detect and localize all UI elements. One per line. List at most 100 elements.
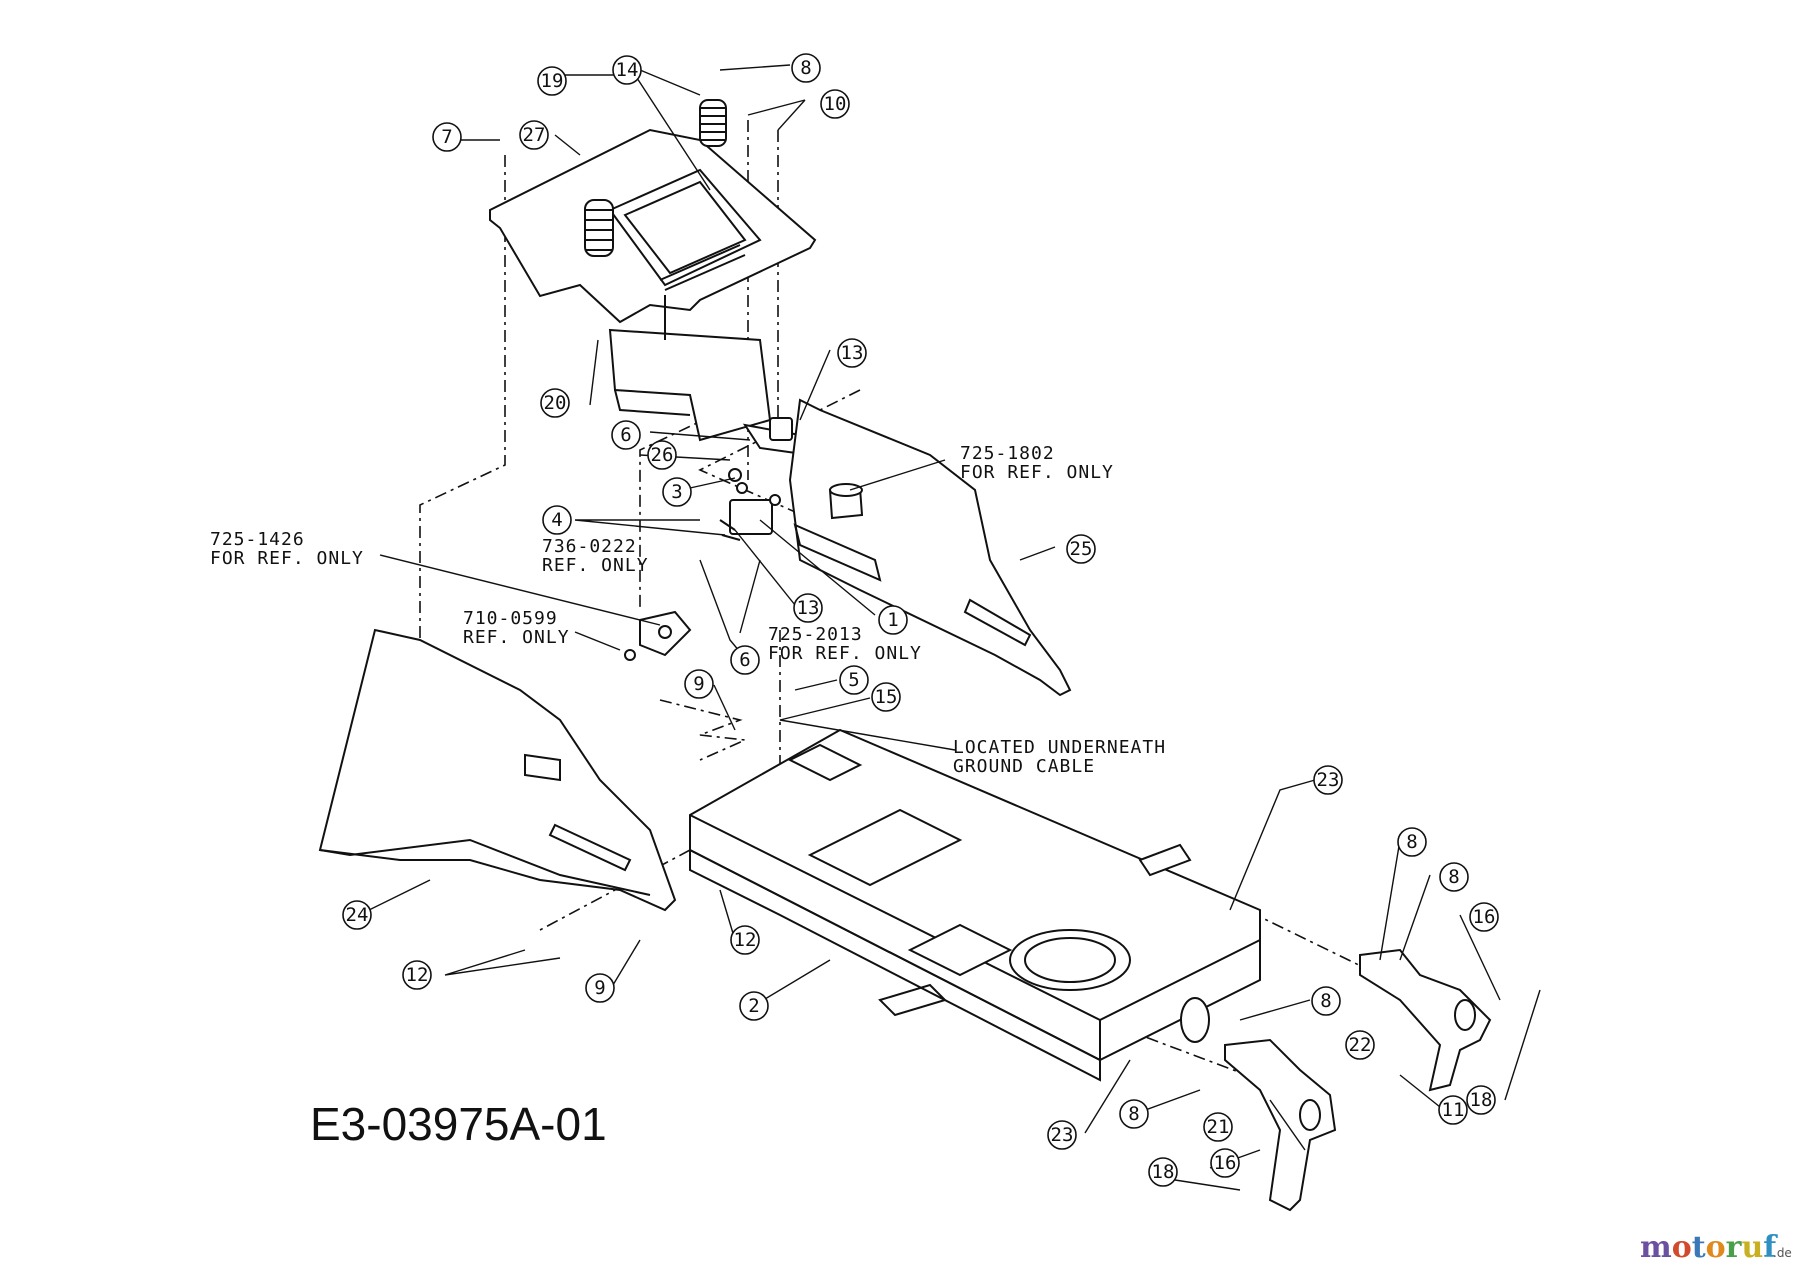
spring-upper: [699, 99, 727, 147]
callout-21: 21: [1203, 1112, 1233, 1142]
svg-text:10: 10: [824, 93, 847, 115]
callout-8: 8: [1397, 827, 1427, 857]
callout-11: 11: [1438, 1095, 1468, 1125]
callout-7: 7: [432, 122, 462, 152]
axle-bracket-left: [1224, 1038, 1337, 1212]
svg-text:9: 9: [693, 673, 704, 695]
callout-16: 16: [1210, 1148, 1240, 1178]
callout-6: 6: [611, 420, 641, 450]
callout-2: 2: [739, 991, 769, 1021]
svg-text:26: 26: [651, 444, 674, 466]
left-side-panel: [318, 628, 677, 912]
callout-13: 13: [793, 593, 823, 623]
leader-lines: [364, 64, 1541, 1191]
note-line1: 710-0599: [463, 608, 558, 629]
svg-text:21: 21: [1207, 1116, 1230, 1138]
svg-text:4: 4: [551, 509, 562, 531]
svg-text:11: 11: [1442, 1099, 1465, 1121]
note-725-1426: 725-1426 FOR REF. ONLY: [210, 529, 364, 569]
brand-letter-t: t: [1692, 1230, 1706, 1265]
svg-text:9: 9: [594, 977, 605, 999]
note-line2: FOR REF. ONLY: [960, 462, 1114, 483]
callout-26: 26: [647, 440, 677, 470]
callout-14: 14: [612, 55, 642, 85]
callout-1: 1: [878, 605, 908, 635]
note-line1: 725-1802: [960, 443, 1055, 464]
note-736-0222: 736-0222 REF. ONLY: [542, 536, 649, 576]
svg-text:3: 3: [671, 481, 682, 503]
svg-text:22: 22: [1349, 1034, 1372, 1056]
svg-text:18: 18: [1470, 1089, 1493, 1111]
note-line1: 736-0222: [542, 536, 637, 557]
note-line1: LOCATED UNDERNEATH: [953, 737, 1166, 758]
callout-8: 8: [791, 53, 821, 83]
note-710-0599: 710-0599 REF. ONLY: [463, 608, 570, 648]
svg-text:23: 23: [1317, 769, 1340, 791]
callout-10: 10: [820, 89, 850, 119]
brand-wordmark: motoruf: [1640, 1230, 1778, 1265]
note-line2: GROUND CABLE: [953, 756, 1095, 777]
svg-text:13: 13: [797, 597, 820, 619]
callout-19: 19: [537, 66, 567, 96]
drawing-id: E3-03975A-01: [310, 1098, 607, 1150]
svg-text:23: 23: [1051, 1124, 1074, 1146]
brand-tld: .de: [1773, 1246, 1792, 1260]
callout-9: 9: [684, 669, 714, 699]
callout-18: 18: [1148, 1157, 1178, 1187]
note-725-1802: 725-1802 FOR REF. ONLY: [960, 443, 1114, 483]
svg-text:8: 8: [1128, 1103, 1139, 1125]
svg-text:8: 8: [1320, 990, 1331, 1012]
callout-16: 16: [1469, 902, 1499, 932]
callout-27: 27: [519, 120, 549, 150]
callout-20: 20: [540, 388, 570, 418]
note-line2: FOR REF. ONLY: [210, 548, 364, 569]
svg-text:6: 6: [620, 424, 631, 446]
callout-8: 8: [1439, 862, 1469, 892]
callout-13: 13: [837, 338, 867, 368]
note-ground-cable: LOCATED UNDERNEATH GROUND CABLE: [953, 737, 1166, 777]
callout-12: 12: [402, 960, 432, 990]
svg-text:8: 8: [800, 57, 811, 79]
brand-letter-o: o: [1672, 1230, 1692, 1265]
top-plate: [489, 128, 817, 324]
brand-letter-o: o: [1706, 1230, 1726, 1265]
callout-25: 25: [1066, 534, 1096, 564]
note-line1: 725-2013: [768, 624, 863, 645]
svg-text:12: 12: [734, 929, 757, 951]
callout-8: 8: [1119, 1099, 1149, 1129]
note-line2: REF. ONLY: [463, 627, 570, 648]
callout-15: 15: [871, 682, 901, 712]
svg-text:18: 18: [1152, 1161, 1175, 1183]
callout-12: 12: [730, 925, 760, 955]
svg-text:8: 8: [1406, 831, 1417, 853]
spring-lower: [584, 199, 614, 257]
svg-text:12: 12: [406, 964, 429, 986]
svg-text:8: 8: [1448, 866, 1459, 888]
svg-text:16: 16: [1473, 906, 1496, 928]
callout-23: 23: [1313, 765, 1343, 795]
callout-6: 6: [730, 645, 760, 675]
svg-text:20: 20: [544, 392, 567, 414]
svg-text:24: 24: [346, 904, 369, 926]
brand-letter-u: u: [1741, 1230, 1763, 1265]
brand-letter-f: f: [1763, 1230, 1778, 1265]
svg-text:13: 13: [841, 342, 864, 364]
svg-text:5: 5: [848, 669, 859, 691]
callout-18: 18: [1466, 1085, 1496, 1115]
main-frame: [689, 728, 1261, 1082]
note-725-2013: 725-2013 FOR REF. ONLY: [768, 624, 922, 664]
svg-text:1: 1: [887, 609, 898, 631]
note-line1: 725-1426: [210, 529, 305, 550]
svg-text:25: 25: [1070, 538, 1093, 560]
note-line2: FOR REF. ONLY: [768, 643, 922, 664]
callout-4: 4: [542, 505, 572, 535]
axle-bracket-right: [1359, 948, 1492, 1092]
brand-logo: motoruf .de: [1640, 1230, 1792, 1265]
svg-text:6: 6: [739, 649, 750, 671]
note-line2: REF. ONLY: [542, 555, 649, 576]
callout-8: 8: [1311, 986, 1341, 1016]
callout-24: 24: [342, 900, 372, 930]
svg-text:15: 15: [875, 686, 898, 708]
brand-letter-r: r: [1726, 1230, 1743, 1265]
